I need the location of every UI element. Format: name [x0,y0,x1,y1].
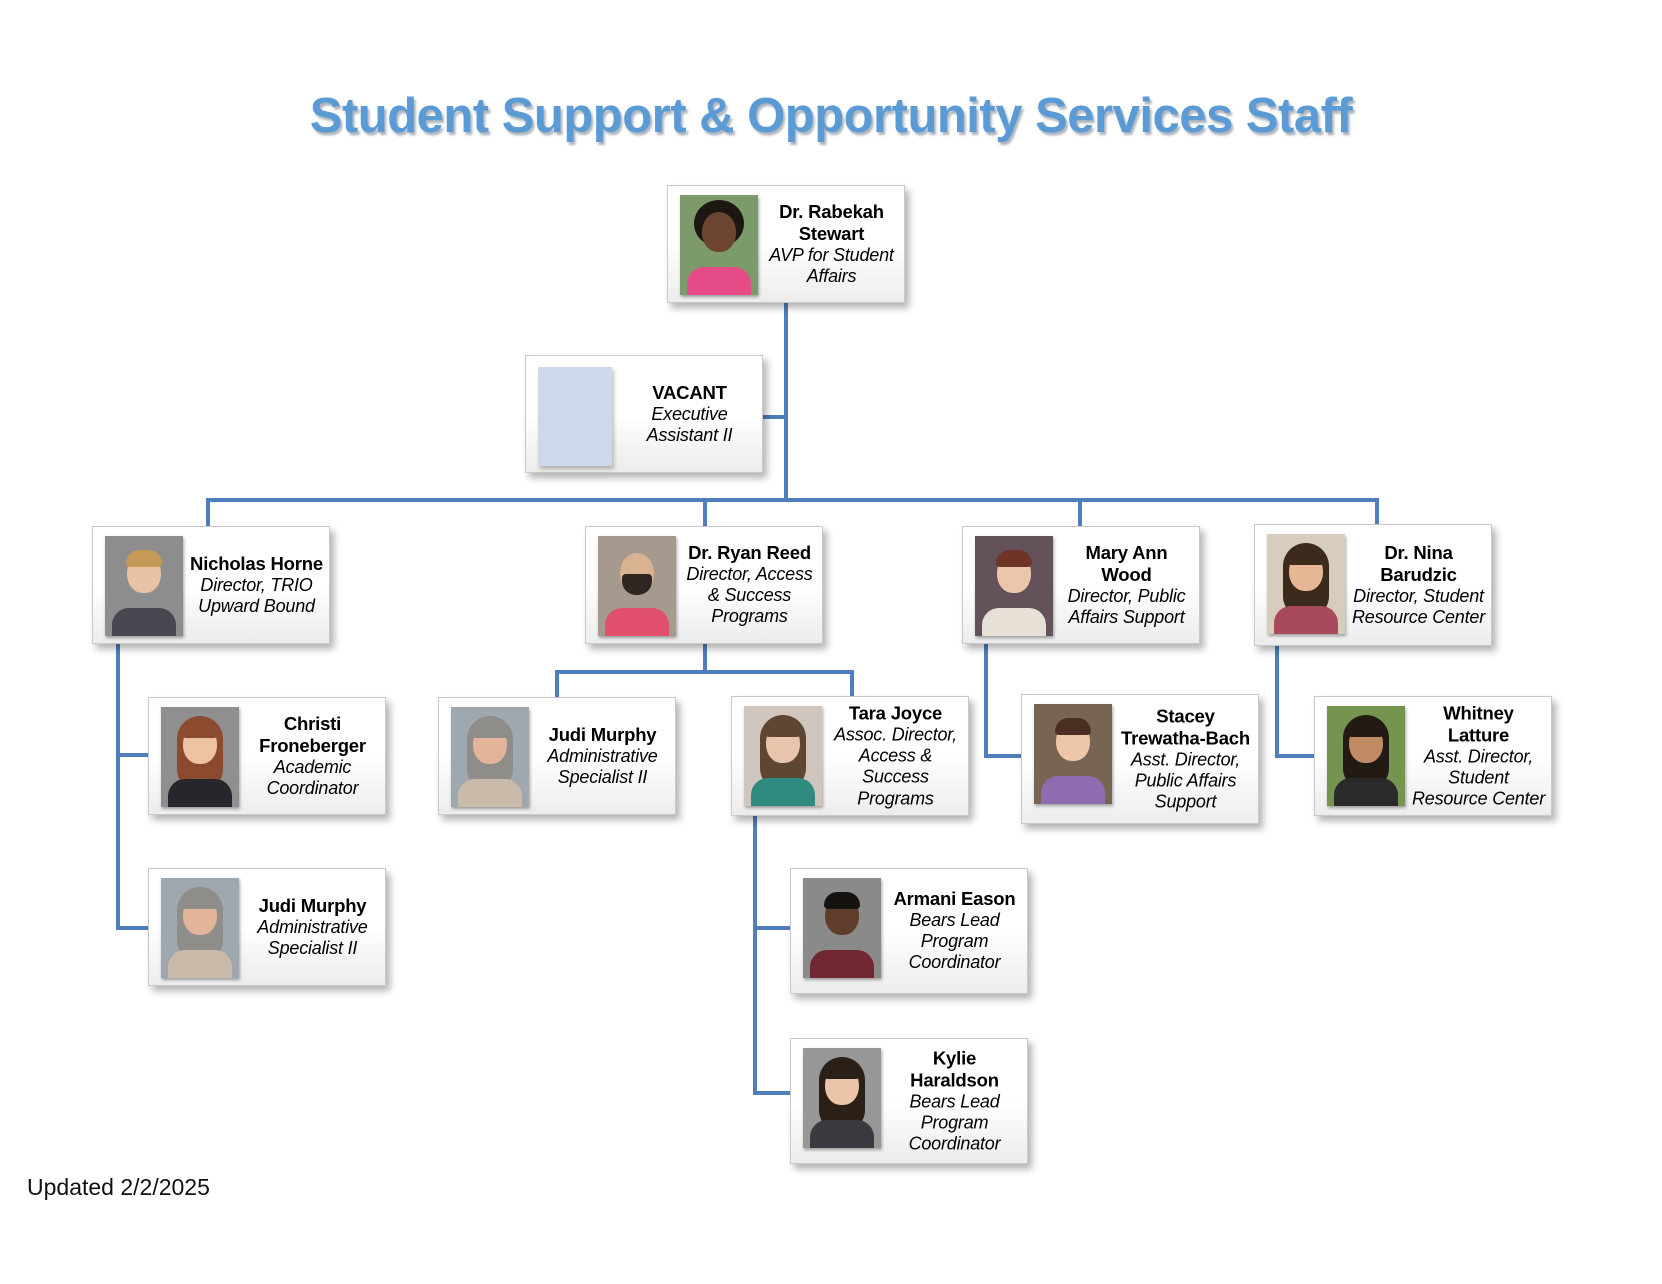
connector-stub-latture [1275,754,1316,758]
org-box-stewart: Dr. Rabekah Stewart AVP for Student Affa… [667,185,905,303]
page-title: Student Support & Opportunity Services S… [309,89,1353,143]
org-box-barudzic: Dr. Nina Barudzic Director, Student Reso… [1254,524,1492,646]
connector-drop-joyce [850,672,854,698]
person-title: Asst. Director, Public Affairs Support [1130,748,1241,812]
org-box-vacant: VACANT Executive Assistant II [525,355,763,473]
org-box-reed: Dr. Ryan Reed Director, Access & Success… [585,526,823,644]
org-box-haraldson: Kylie Haraldson Bears Lead Program Coord… [790,1038,1028,1164]
portrait-photo [105,536,183,636]
connector-drop-wood [1078,500,1082,527]
portrait-photo [975,536,1053,636]
person-name: Whitney Latture [1443,702,1514,746]
connector-distribution [206,498,1379,502]
person-title: Executive Assistant II [646,403,733,445]
org-box-murphy-1: Judi Murphy Administrative Specialist II [438,697,676,815]
portrait-photo [161,707,239,807]
portrait-photo [803,878,881,978]
vacant-photo-placeholder [538,367,612,466]
person-title: Director, Student Resource Center [1351,585,1486,627]
connector-stub-trewatha [984,754,1023,758]
person-title: Academic Coordinator [266,756,359,798]
portrait-photo [803,1048,881,1148]
person-title: Administrative Specialist II [547,745,658,787]
connector-stub-froneberger [116,753,150,757]
portrait-photo [451,707,529,807]
person-name: Judi Murphy [548,723,657,745]
person-name: Nicholas Horne [190,552,323,574]
person-name: Judi Murphy [258,894,367,916]
org-box-joyce: Tara Joyce Assoc. Director, Access & Suc… [731,696,969,816]
portrait-photo [1327,706,1405,806]
connector-drop-murphy1 [555,672,559,698]
person-name: Stacey Trewatha-Bach [1121,705,1250,749]
org-box-eason: Armani Eason Bears Lead Program Coordina… [790,868,1028,994]
connector-wood-down [984,644,988,758]
connector-stub-murphy2 [116,926,150,930]
connector-drop-reed [703,500,707,527]
portrait-photo [161,878,239,978]
portrait-photo [1267,534,1345,634]
connector-reed-down [703,644,707,674]
person-name: Armani Eason [893,888,1016,910]
connector-stewart-drop [784,303,788,502]
org-box-wood: Mary Ann Wood Director, Public Affairs S… [962,526,1200,644]
portrait-photo [598,536,676,636]
updated-date: Updated 2/2/2025 [27,1174,210,1200]
person-title: Bears Lead Program Coordinator [908,910,1001,973]
person-title: Director, Access & Success Programs [686,564,813,627]
connector-horne-down [116,644,120,930]
connector-barudzic-down [1275,645,1279,758]
portrait-photo [680,195,758,295]
person-title: Administrative Specialist II [257,916,368,958]
connector-reed-subline [555,670,854,674]
person-title: Assoc. Director, Access & Success Progra… [834,724,957,809]
person-name: Dr. Nina Barudzic [1380,541,1457,585]
connector-stub-haraldson [753,1091,792,1095]
person-title: Bears Lead Program Coordinator [908,1090,1001,1154]
person-name: Christi Froneberger [259,712,366,756]
person-title: Director, TRIO Upward Bound [198,574,315,616]
person-name: Dr. Rabekah Stewart [779,200,884,244]
person-name: Dr. Ryan Reed [688,542,811,564]
person-title: Director, Public Affairs Support [1067,585,1186,627]
org-box-latture: Whitney Latture Asst. Director, Student … [1314,696,1552,816]
connector-joyce-down [753,815,757,1095]
person-name: Kylie Haraldson [910,1047,999,1091]
person-title: AVP for Student Affairs [769,244,894,286]
connector-drop-barudzic [1375,500,1379,525]
connector-drop-horne [206,500,210,527]
person-title: Asst. Director, Student Resource Center [1411,745,1546,809]
connector-stub-eason [753,926,792,930]
person-name: Mary Ann Wood [1085,541,1168,585]
portrait-photo [1034,704,1112,804]
org-box-murphy-2: Judi Murphy Administrative Specialist II [148,868,386,986]
connector-vacant-link [763,415,786,419]
person-name: Tara Joyce [848,702,943,724]
person-name: VACANT [652,381,727,403]
org-box-trewatha-bach: Stacey Trewatha-Bach Asst. Director, Pub… [1021,694,1259,824]
portrait-photo [744,706,822,806]
org-box-froneberger: Christi Froneberger Academic Coordinator [148,697,386,815]
org-box-horne: Nicholas Horne Director, TRIO Upward Bou… [92,526,330,644]
